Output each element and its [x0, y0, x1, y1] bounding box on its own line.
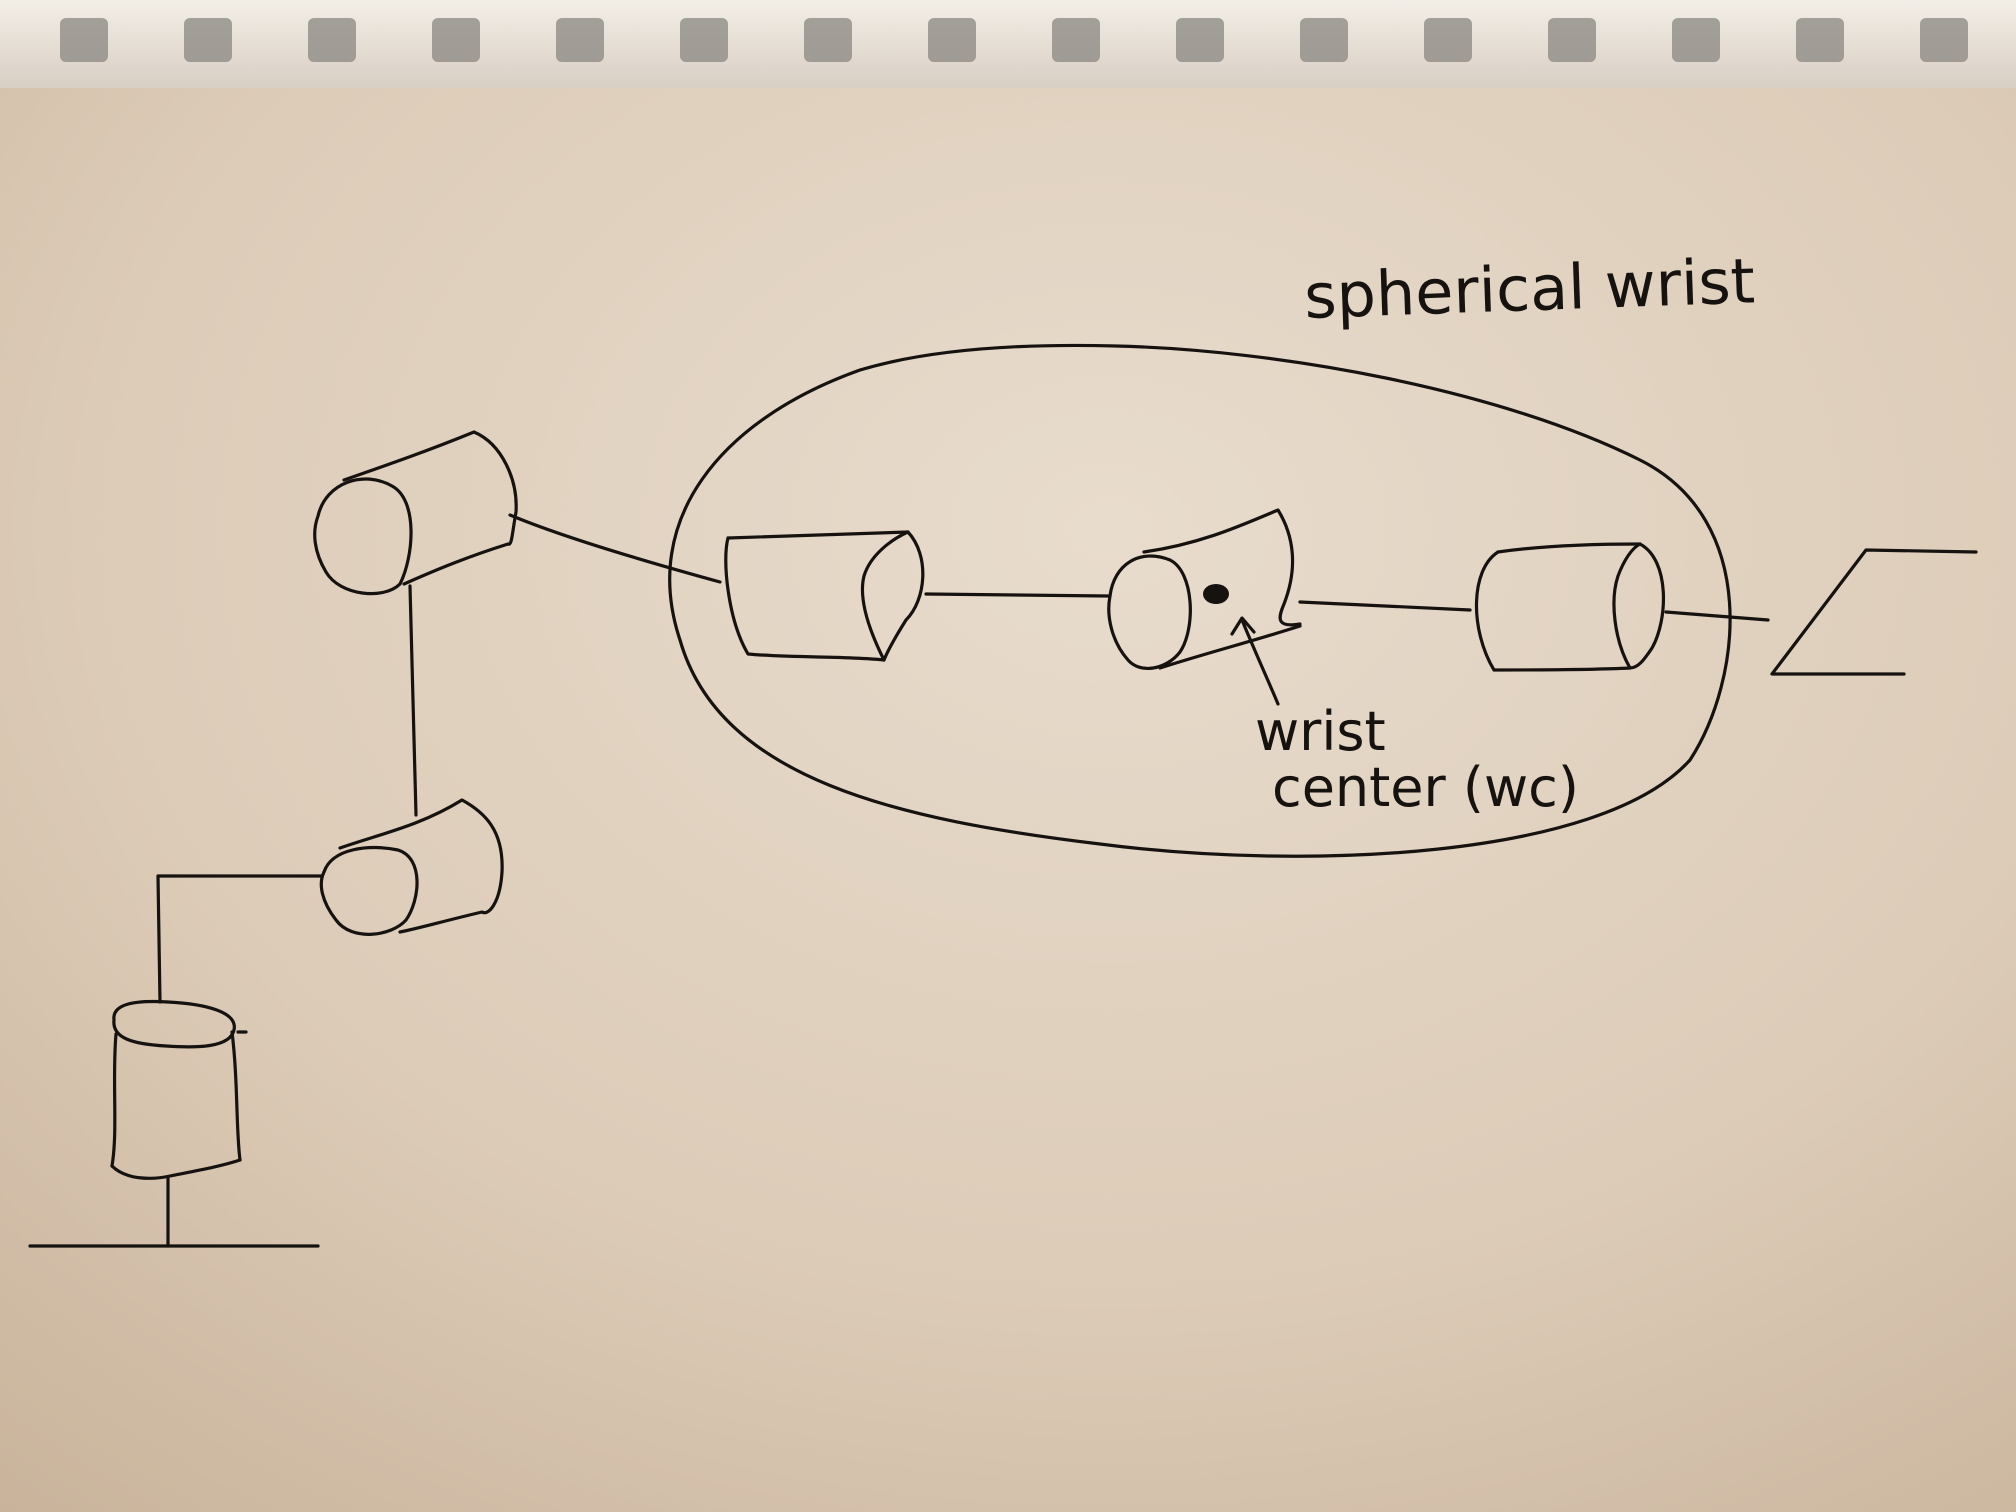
binding-hole — [308, 18, 356, 62]
link-base-to-shoulder — [156, 874, 324, 1004]
binding-hole — [804, 18, 852, 62]
wrist-center-arrow — [1230, 616, 1280, 706]
binding-hole — [928, 18, 976, 62]
link-elbow-to-wrist — [508, 513, 722, 584]
link-wrist-4-to-5 — [924, 592, 1110, 598]
binding-hole — [1052, 18, 1100, 62]
binding-hole — [556, 18, 604, 62]
elbow-joint — [313, 430, 518, 596]
wrist-center-label-line1: wrist — [1255, 700, 1386, 763]
wrist-joint-6 — [1474, 542, 1666, 672]
binding-hole — [1300, 18, 1348, 62]
binding-hole — [1424, 18, 1472, 62]
wrist-joint-5 — [1107, 508, 1302, 670]
link-wrist-5-to-6 — [1298, 600, 1472, 612]
wrist-center-label-line2: center (wc) — [1272, 756, 1579, 819]
shoulder-joint — [319, 798, 504, 936]
binding-hole — [432, 18, 480, 62]
wrist-center-dot — [1203, 584, 1229, 604]
binding-hole — [60, 18, 108, 62]
wrist-joint-4 — [724, 530, 925, 662]
binding-hole — [1176, 18, 1224, 62]
robot-base — [28, 999, 320, 1248]
binding-hole — [1796, 18, 1844, 62]
binding-hole — [1920, 18, 1968, 62]
notebook-binding — [0, 0, 2016, 88]
spherical-wrist-label: spherical wrist — [1303, 244, 1756, 333]
binding-hole — [1672, 18, 1720, 62]
end-effector — [1770, 548, 1978, 676]
link-wrist-6-to-gripper — [1664, 610, 1770, 622]
binding-hole — [1548, 18, 1596, 62]
binding-hole — [184, 18, 232, 62]
binding-hole — [680, 18, 728, 62]
link-shoulder-to-elbow — [408, 584, 418, 817]
spherical-wrist-boundary — [668, 343, 1732, 858]
